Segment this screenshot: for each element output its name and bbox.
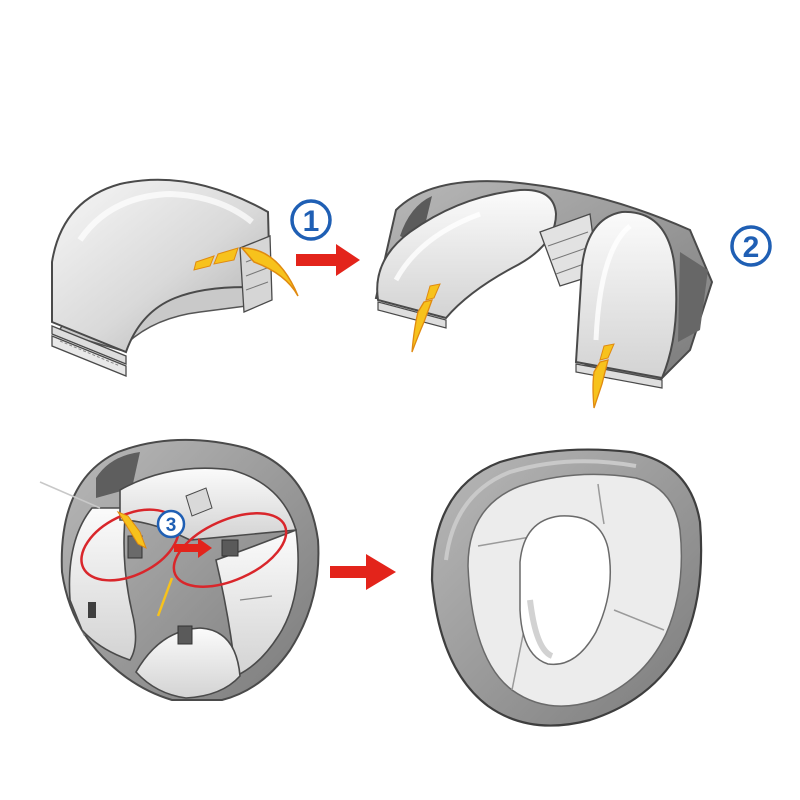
flat-seat-latches-illustration [39, 438, 320, 701]
step-3-badge: 3 [156, 509, 186, 539]
folded-seat-illustration [51, 178, 273, 377]
latch-hint-arrows [116, 510, 174, 617]
latch-direction-arrow [174, 538, 212, 558]
step-arrow-2 [330, 554, 396, 590]
step-2-badge: 2 [730, 225, 772, 267]
unfold-hint-arrow-2a [411, 283, 441, 353]
step-2-label: 2 [743, 231, 760, 264]
unfold-hint-arrow-1 [193, 247, 299, 297]
assembled-seat-illustration [430, 448, 703, 727]
step-1-label: 1 [303, 205, 320, 238]
step-3-label: 3 [166, 515, 177, 536]
unfolding-seat-illustration [374, 180, 714, 389]
unfold-hint-arrow-2b [592, 343, 615, 409]
step-1-badge: 1 [290, 199, 332, 241]
step-arrow-1 [296, 244, 360, 276]
